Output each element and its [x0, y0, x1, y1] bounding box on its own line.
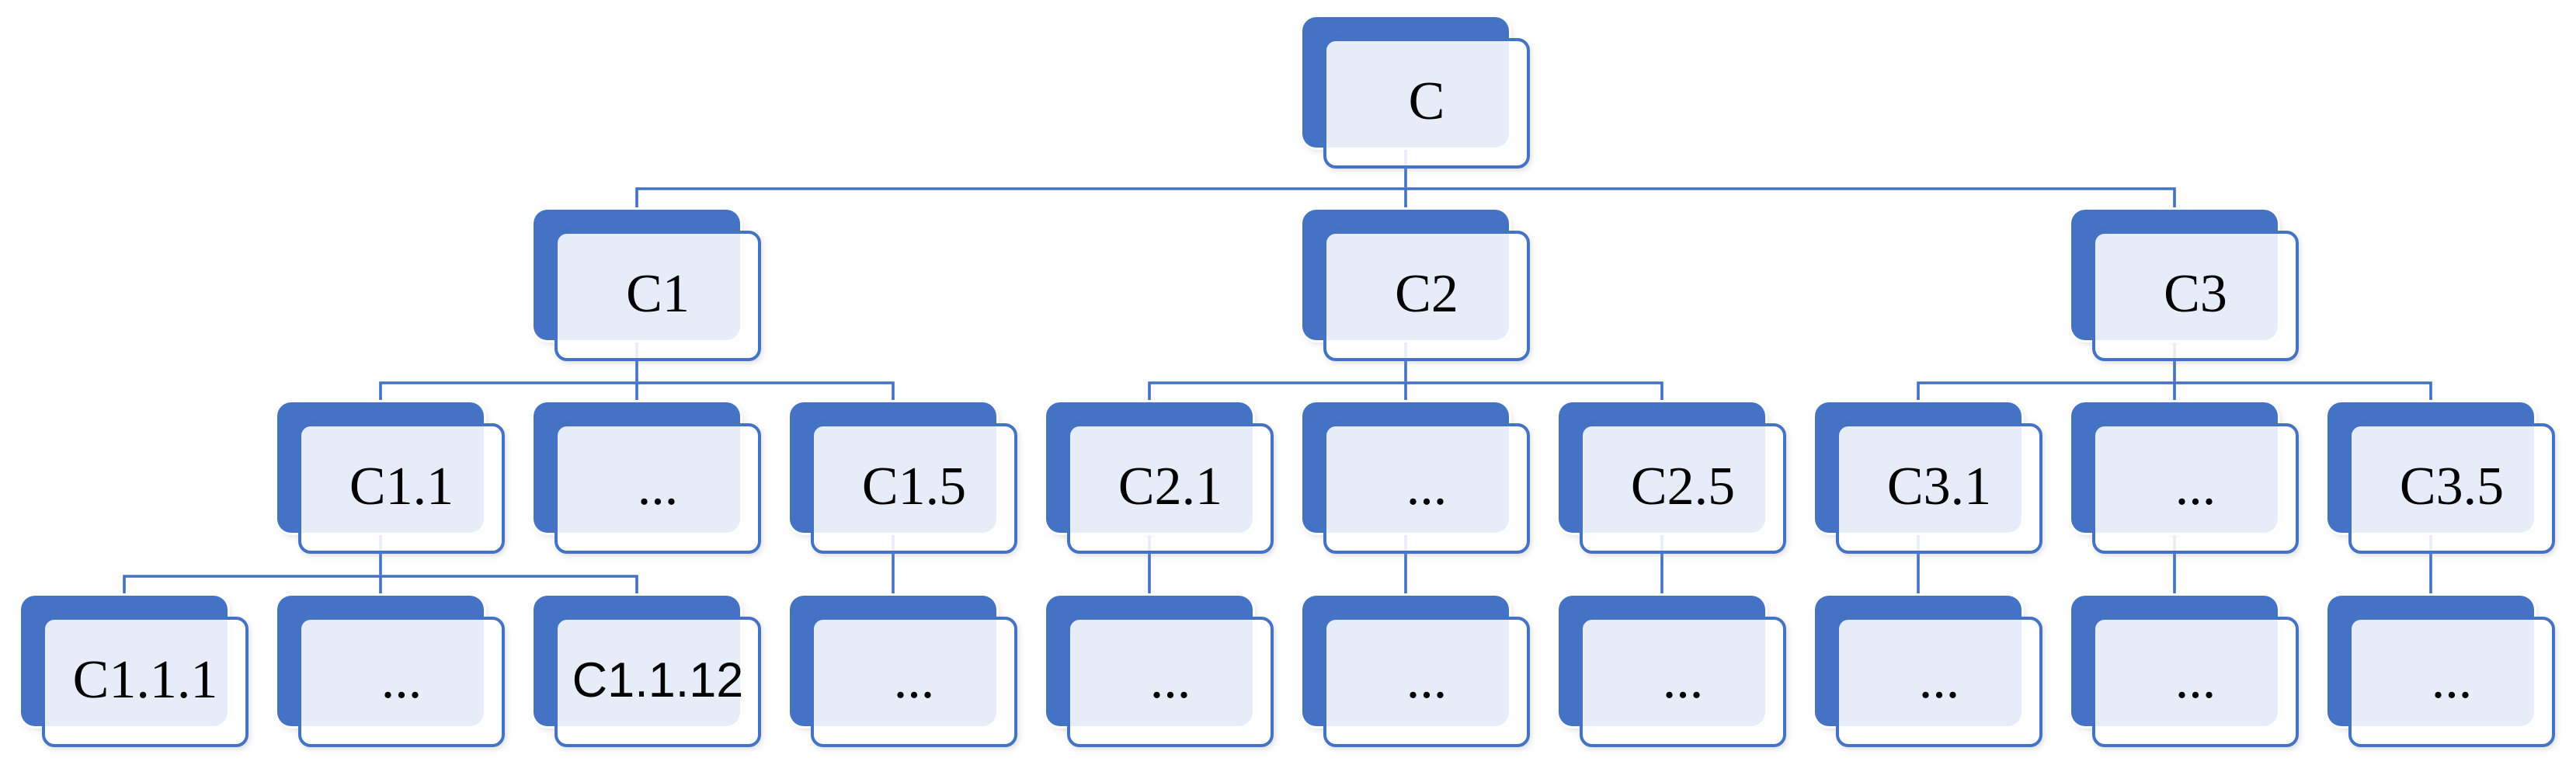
node-label: C1.1.12	[572, 652, 744, 708]
node-label: C1.1.1	[72, 650, 218, 710]
node-label: C2.5	[1630, 457, 1736, 516]
org-node-c2-1[interactable]: C2.1	[1046, 402, 1274, 554]
node-label: ...	[893, 650, 935, 710]
node-card: ...	[811, 617, 1017, 747]
org-node-c3-1-x[interactable]: ...	[1815, 596, 2042, 747]
node-label: ...	[1406, 650, 1448, 710]
org-node-c3[interactable]: C3	[2071, 210, 2299, 361]
org-node-c[interactable]: C	[1302, 17, 1530, 169]
node-card: C1.1	[298, 423, 505, 554]
node-card: C1.5	[811, 423, 1017, 554]
node-card: ...	[1067, 617, 1274, 747]
org-node-c1-mid[interactable]: ...	[534, 402, 761, 554]
node-label: C	[1408, 71, 1445, 131]
org-node-c3-5[interactable]: C3.5	[2327, 402, 2555, 554]
org-node-c2-1-x[interactable]: ...	[1046, 596, 1274, 747]
node-label: C3	[2164, 264, 2227, 324]
node-card: ...	[2092, 617, 2299, 747]
org-node-c3-mid-x[interactable]: ...	[2071, 596, 2299, 747]
node-label: ...	[1149, 650, 1191, 710]
node-card: C1.1.12	[554, 617, 761, 747]
node-label: C1.1	[349, 457, 454, 516]
node-label: ...	[637, 457, 679, 516]
node-label: C3.1	[1886, 457, 1992, 516]
node-card: ...	[1323, 423, 1530, 554]
org-node-c2-5-x[interactable]: ...	[1559, 596, 1786, 747]
org-node-c2-mid-x[interactable]: ...	[1302, 596, 1530, 747]
node-label: ...	[1662, 650, 1704, 710]
org-node-c1-5[interactable]: C1.5	[790, 402, 1017, 554]
node-card: ...	[1323, 617, 1530, 747]
node-card: C	[1323, 38, 1530, 169]
node-label: ...	[2174, 457, 2216, 516]
node-label: C2.1	[1118, 457, 1223, 516]
node-label: ...	[1406, 457, 1448, 516]
node-card: C2	[1323, 231, 1530, 361]
node-label: C1	[626, 264, 690, 324]
node-card: ...	[2348, 617, 2555, 747]
org-node-c1-1[interactable]: C1.1	[277, 402, 505, 554]
node-card: ...	[2092, 423, 2299, 554]
node-card: C1.1.1	[42, 617, 249, 747]
org-node-c1-1-12[interactable]: C1.1.12	[534, 596, 761, 747]
node-card: ...	[554, 423, 761, 554]
node-card: ...	[298, 617, 505, 747]
org-node-c1[interactable]: C1	[534, 210, 761, 361]
org-node-c2-5[interactable]: C2.5	[1559, 402, 1786, 554]
org-node-c3-1[interactable]: C3.1	[1815, 402, 2042, 554]
node-card: ...	[1580, 617, 1786, 747]
node-label: C3.5	[2399, 457, 2505, 516]
node-card: C3	[2092, 231, 2299, 361]
node-card: C1	[554, 231, 761, 361]
node-card: C2.1	[1067, 423, 1274, 554]
node-label: C2	[1395, 264, 1458, 324]
node-card: C3.5	[2348, 423, 2555, 554]
node-card: ...	[1836, 617, 2042, 747]
org-node-c1-5-x[interactable]: ...	[790, 596, 1017, 747]
org-node-c3-5-x[interactable]: ...	[2327, 596, 2555, 747]
node-label: ...	[2174, 650, 2216, 710]
node-card: C2.5	[1580, 423, 1786, 554]
node-card: C3.1	[1836, 423, 2042, 554]
node-label: ...	[1918, 650, 1960, 710]
org-node-c2[interactable]: C2	[1302, 210, 1530, 361]
node-label: C1.5	[861, 457, 967, 516]
node-label: ...	[2431, 650, 2473, 710]
node-label: ...	[381, 650, 422, 710]
org-node-c3-mid[interactable]: ...	[2071, 402, 2299, 554]
org-node-c1-1-mid[interactable]: ...	[277, 596, 505, 747]
org-node-c2-mid[interactable]: ...	[1302, 402, 1530, 554]
org-node-c1-1-1[interactable]: C1.1.1	[21, 596, 249, 747]
